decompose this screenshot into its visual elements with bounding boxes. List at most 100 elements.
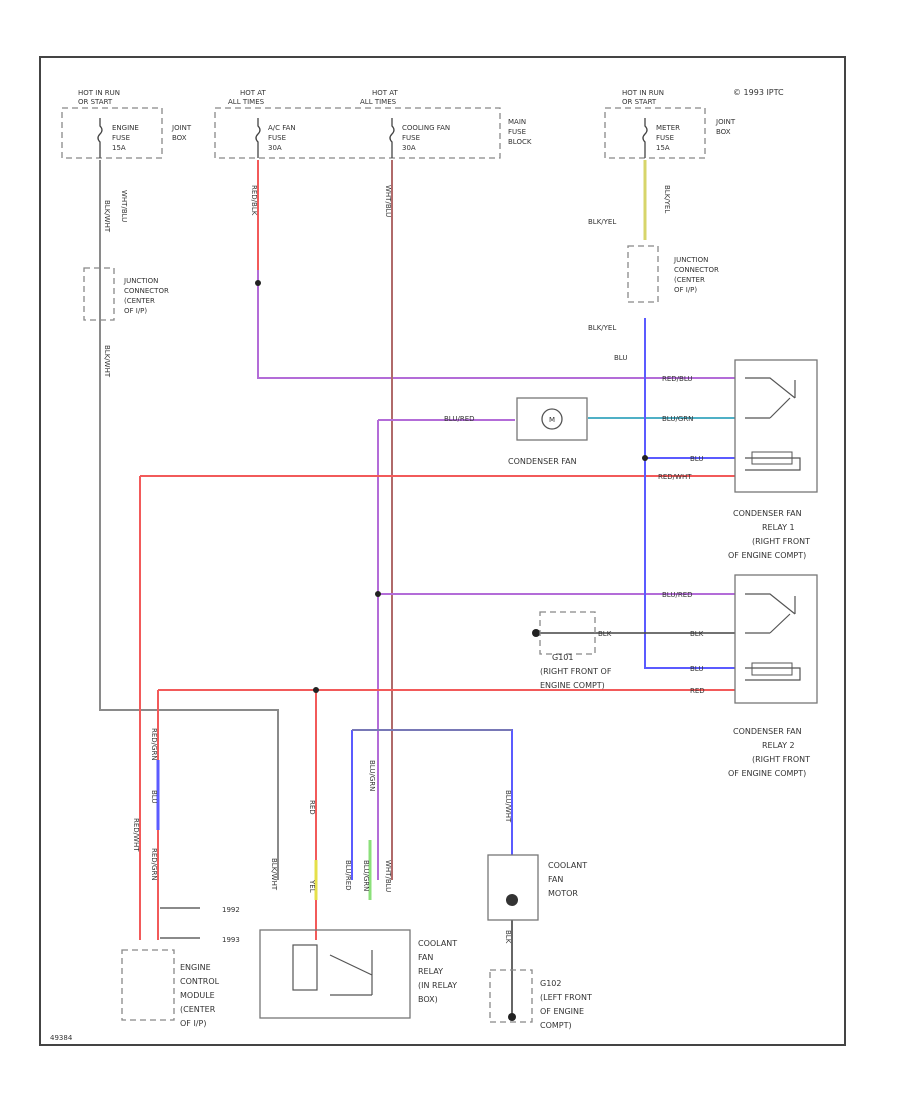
engine-control-module: ENGINE CONTROL MODULE (CENTER OF I/P) 19… (121, 906, 240, 1028)
left-fuse-box: HOT IN RUN OR START ENGINE FUSE 15A JOIN… (61, 89, 192, 159)
wire-blu-motor (352, 729, 513, 855)
figure-id: 49384 (50, 1034, 73, 1042)
svg-text:COOLANT: COOLANT (418, 939, 457, 948)
svg-text:BLU/GRN: BLU/GRN (368, 760, 376, 791)
svg-text:ENGINE: ENGINE (112, 124, 139, 132)
svg-text:FUSE: FUSE (402, 134, 420, 142)
condenser-fan-relay-2: CONDENSER FAN RELAY 2 (RIGHT FRONT OF EN… (728, 574, 818, 778)
svg-text:G101: G101 (552, 653, 573, 662)
svg-text:G102: G102 (540, 979, 561, 988)
vertical-wire-labels: WHT/BLU BLK/WHT BLK/WHT RED/BLK WHT/BLU … (103, 185, 671, 944)
svg-text:BOX): BOX) (418, 995, 438, 1004)
svg-text:BLU/GRN: BLU/GRN (662, 415, 693, 423)
svg-text:BLK/YEL: BLK/YEL (588, 324, 616, 332)
svg-text:FUSE: FUSE (508, 128, 526, 136)
svg-text:1993: 1993 (222, 936, 240, 944)
svg-text:BLU/GRN: BLU/GRN (362, 860, 370, 891)
svg-text:RED: RED (690, 687, 705, 695)
svg-text:A/C FAN: A/C FAN (268, 124, 296, 132)
svg-text:RED/BLU: RED/BLU (662, 375, 693, 383)
svg-text:BLU: BLU (690, 665, 703, 673)
svg-text:BLU: BLU (614, 354, 627, 362)
wire-blk-wht (99, 160, 279, 880)
svg-text:CONNECTOR: CONNECTOR (124, 287, 169, 295)
svg-text:(RIGHT FRONT: (RIGHT FRONT (752, 537, 810, 546)
svg-text:M: M (549, 416, 555, 424)
svg-text:(LEFT FRONT: (LEFT FRONT (540, 993, 592, 1002)
svg-text:FUSE: FUSE (112, 134, 130, 142)
svg-text:RED/WHT: RED/WHT (658, 473, 692, 481)
ground-g101: G101 (RIGHT FRONT OF ENGINE COMPT) (539, 611, 612, 690)
svg-text:RED/GRN: RED/GRN (150, 728, 158, 761)
svg-text:YEL: YEL (308, 879, 316, 893)
svg-text:RELAY 1: RELAY 1 (762, 523, 795, 532)
svg-text:15A: 15A (656, 144, 670, 152)
svg-text:FAN: FAN (548, 875, 563, 884)
svg-text:ALL TIMES: ALL TIMES (360, 98, 397, 106)
svg-text:(CENTER: (CENTER (180, 1005, 216, 1014)
left-junction-connector: JUNCTION CONNECTOR (CENTER OF I/P) (83, 267, 169, 321)
svg-text:30A: 30A (268, 144, 282, 152)
svg-text:OR START: OR START (622, 98, 657, 106)
svg-text:ALL TIMES: ALL TIMES (228, 98, 265, 106)
wire-blu-main (644, 318, 735, 669)
wire-labels: BLK/YEL BLK/YEL BLU RED/BLU BLU/RED BLU/… (444, 218, 705, 695)
coolant-fan-relay: COOLANT FAN RELAY (IN RELAY BOX) (259, 929, 457, 1019)
svg-text:RED/WHT: RED/WHT (132, 818, 140, 852)
svg-text:WHT/BLU: WHT/BLU (384, 185, 392, 217)
wires (99, 160, 735, 1015)
right-fuse-box: HOT IN RUN OR START METER FUSE 15A JOINT… (604, 89, 736, 159)
svg-text:BLU: BLU (690, 455, 703, 463)
svg-text:OF I/P): OF I/P) (180, 1019, 206, 1028)
coolant-fan-motor: COOLANT FAN MOTOR (487, 854, 587, 921)
svg-text:BLOCK: BLOCK (508, 138, 532, 146)
svg-text:HOT IN RUN: HOT IN RUN (622, 89, 664, 97)
svg-text:JOINT: JOINT (715, 118, 736, 126)
svg-text:RELAY: RELAY (418, 967, 443, 976)
svg-text:CONNECTOR: CONNECTOR (674, 266, 719, 274)
right-junction-connector: JUNCTION CONNECTOR (CENTER OF I/P) (627, 245, 719, 303)
svg-text:BOX: BOX (716, 128, 731, 136)
svg-text:BLK/WHT: BLK/WHT (103, 345, 111, 378)
svg-text:OF I/P): OF I/P) (124, 307, 147, 315)
svg-text:METER: METER (656, 124, 680, 132)
svg-text:BLU/RED: BLU/RED (344, 860, 352, 891)
svg-text:OF ENGINE COMPT): OF ENGINE COMPT) (728, 551, 806, 560)
svg-text:RED: RED (308, 800, 316, 815)
svg-text:15A: 15A (112, 144, 126, 152)
svg-text:BLK: BLK (504, 930, 512, 944)
svg-text:BLK/YEL: BLK/YEL (588, 218, 616, 226)
condenser-fan-relay-1: CONDENSER FAN RELAY 1 (RIGHT FRONT OF EN… (728, 359, 818, 560)
svg-text:OR START: OR START (78, 98, 113, 106)
svg-text:BLK/YEL: BLK/YEL (663, 185, 671, 213)
svg-text:1992: 1992 (222, 906, 240, 914)
svg-text:(CENTER: (CENTER (674, 276, 705, 284)
svg-text:BLU/WHT: BLU/WHT (504, 790, 512, 823)
svg-text:COOLANT: COOLANT (548, 861, 587, 870)
svg-text:WHT/BLU: WHT/BLU (120, 190, 128, 222)
svg-text:COOLING FAN: COOLING FAN (402, 124, 450, 132)
svg-text:30A: 30A (402, 144, 416, 152)
svg-text:BLU: BLU (150, 790, 158, 803)
svg-text:WHT/BLU: WHT/BLU (384, 860, 392, 892)
svg-text:ENGINE COMPT): ENGINE COMPT) (540, 681, 605, 690)
svg-text:HOT IN RUN: HOT IN RUN (78, 89, 120, 97)
svg-text:RED/BLK: RED/BLK (250, 185, 258, 216)
svg-text:RELAY 2: RELAY 2 (762, 741, 795, 750)
svg-text:JUNCTION: JUNCTION (673, 256, 708, 264)
svg-text:BLK: BLK (690, 630, 704, 638)
svg-text:COMPT): COMPT) (540, 1021, 572, 1030)
svg-text:CONDENSER FAN: CONDENSER FAN (733, 727, 802, 736)
fuse-symbols (97, 118, 648, 158)
svg-text:FUSE: FUSE (268, 134, 286, 142)
svg-text:(RIGHT FRONT: (RIGHT FRONT (752, 755, 810, 764)
svg-text:BLK/WHT: BLK/WHT (103, 200, 111, 233)
ground-g102: G102 (LEFT FRONT OF ENGINE COMPT) (489, 969, 592, 1030)
svg-text:HOT AT: HOT AT (240, 89, 267, 97)
svg-text:BLK: BLK (598, 630, 612, 638)
svg-text:CONTROL: CONTROL (180, 977, 220, 986)
svg-text:JOINT: JOINT (171, 124, 192, 132)
svg-text:RED/GRN: RED/GRN (150, 848, 158, 881)
svg-text:FAN: FAN (418, 953, 433, 962)
